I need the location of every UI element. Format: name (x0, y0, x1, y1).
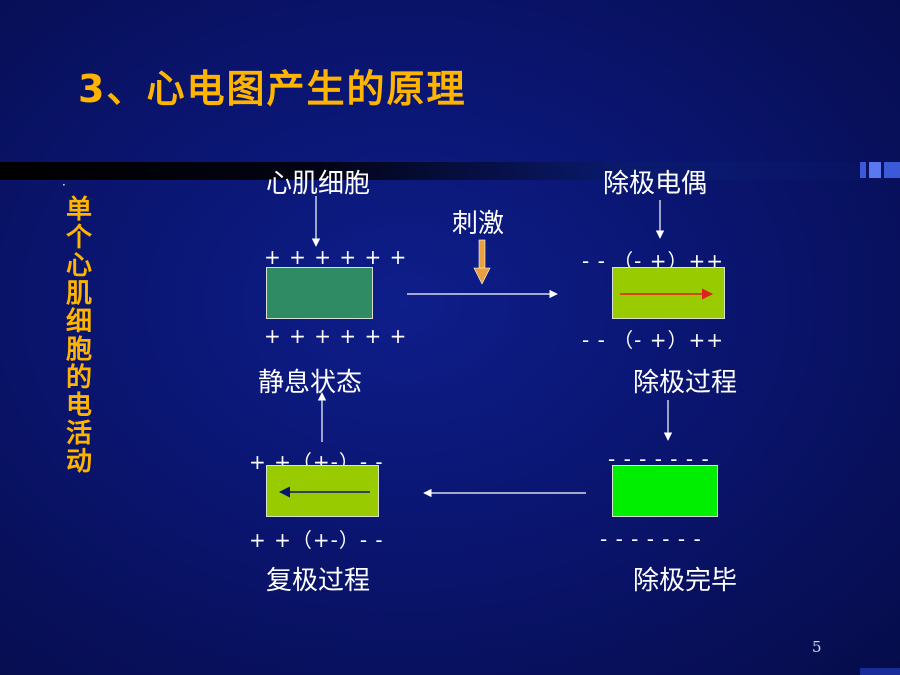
cell-label: 心肌细胞 (266, 169, 371, 199)
bottom-corner-decoration (860, 668, 900, 675)
side-vertical-label: 单个心肌细胞的电活动 (66, 195, 93, 477)
depolarizing-charge-bottom: - - （- +）++ (582, 328, 724, 352)
slide-title: 3、心电图产生的原理 (78, 67, 467, 111)
depolarizing-caption: 除极过程 (633, 368, 738, 398)
bullet-dot: · (62, 178, 66, 192)
depolarized-cell (612, 465, 718, 517)
page-number: 5 (812, 638, 822, 656)
stimulus-label: 刺激 (452, 209, 505, 239)
resting-charge-top: + + + + + + (264, 245, 408, 269)
resting-caption: 静息状态 (258, 368, 363, 398)
depolarized-charge-bottom: - - - - - - - (600, 527, 702, 551)
dipole-label: 除极电偶 (603, 169, 708, 199)
title-divider-bar (0, 162, 900, 180)
resting-cell (266, 267, 373, 319)
stimulus-arrow (473, 239, 491, 285)
repolarizing-caption: 复极过程 (266, 566, 371, 596)
depolarized-caption: 除极完毕 (633, 566, 738, 596)
corner-decoration (860, 162, 900, 178)
resting-charge-bottom: + + + + + + (264, 324, 408, 348)
repolarizing-charge-bottom: + +（+-）- - (249, 528, 384, 552)
